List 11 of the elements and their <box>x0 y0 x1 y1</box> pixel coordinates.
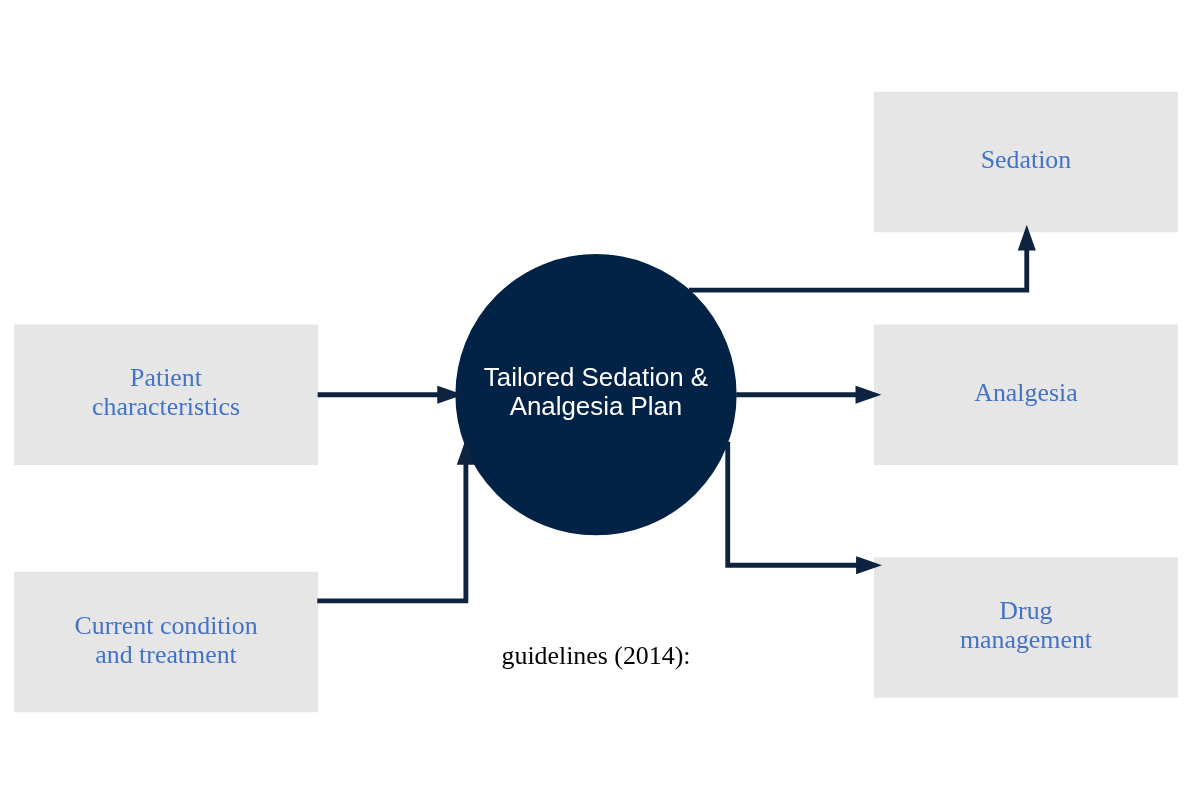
label: guidelines (2014): <box>501 641 691 671</box>
arrow <box>317 438 475 604</box>
arrow <box>725 441 882 575</box>
node-box: Drug management <box>874 557 1178 698</box>
arrow <box>688 224 1036 293</box>
node-box: Patient characteristics <box>14 324 318 466</box>
node-box: Sedation <box>874 91 1178 233</box>
node-box: Current condition and treatment <box>14 571 318 713</box>
arrow <box>317 385 464 404</box>
arrow <box>736 385 882 404</box>
node-box: Analgesia <box>874 324 1178 466</box>
